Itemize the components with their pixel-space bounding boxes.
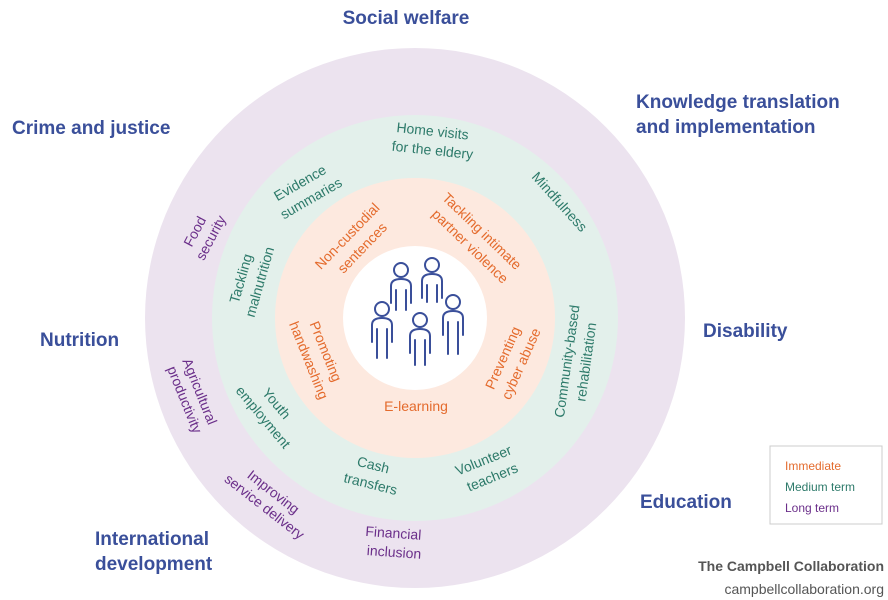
people-group-icon [371,257,464,366]
sector-nutrition: Nutrition [40,330,119,351]
legend-medium-term: Medium term [785,480,855,494]
footer-url: campbellcollaboration.org [724,581,884,597]
sector-education: Education [640,492,732,513]
label-e-learning: E-learning [384,398,448,414]
footer-org-name: The Campbell Collaboration [698,558,884,574]
legend-immediate: Immediate [785,459,841,473]
legend-long-term: Long term [785,501,839,515]
label-financial-inclusion: Financial inclusion [364,523,426,562]
sector-knowledge-translation: Knowledge translation and implementation [636,92,845,138]
legend-box [769,445,883,525]
legend: Immediate Medium term Long term [769,445,883,525]
center-circle [343,246,487,390]
label-volunteer-teachers: Volunteer teachers [453,440,525,496]
sector-crime-justice: Crime and justice [12,118,170,139]
sector-international-development: International development [95,529,214,575]
sector-disability: Disability [703,321,788,342]
sector-social-welfare: Social welfare [343,8,470,29]
